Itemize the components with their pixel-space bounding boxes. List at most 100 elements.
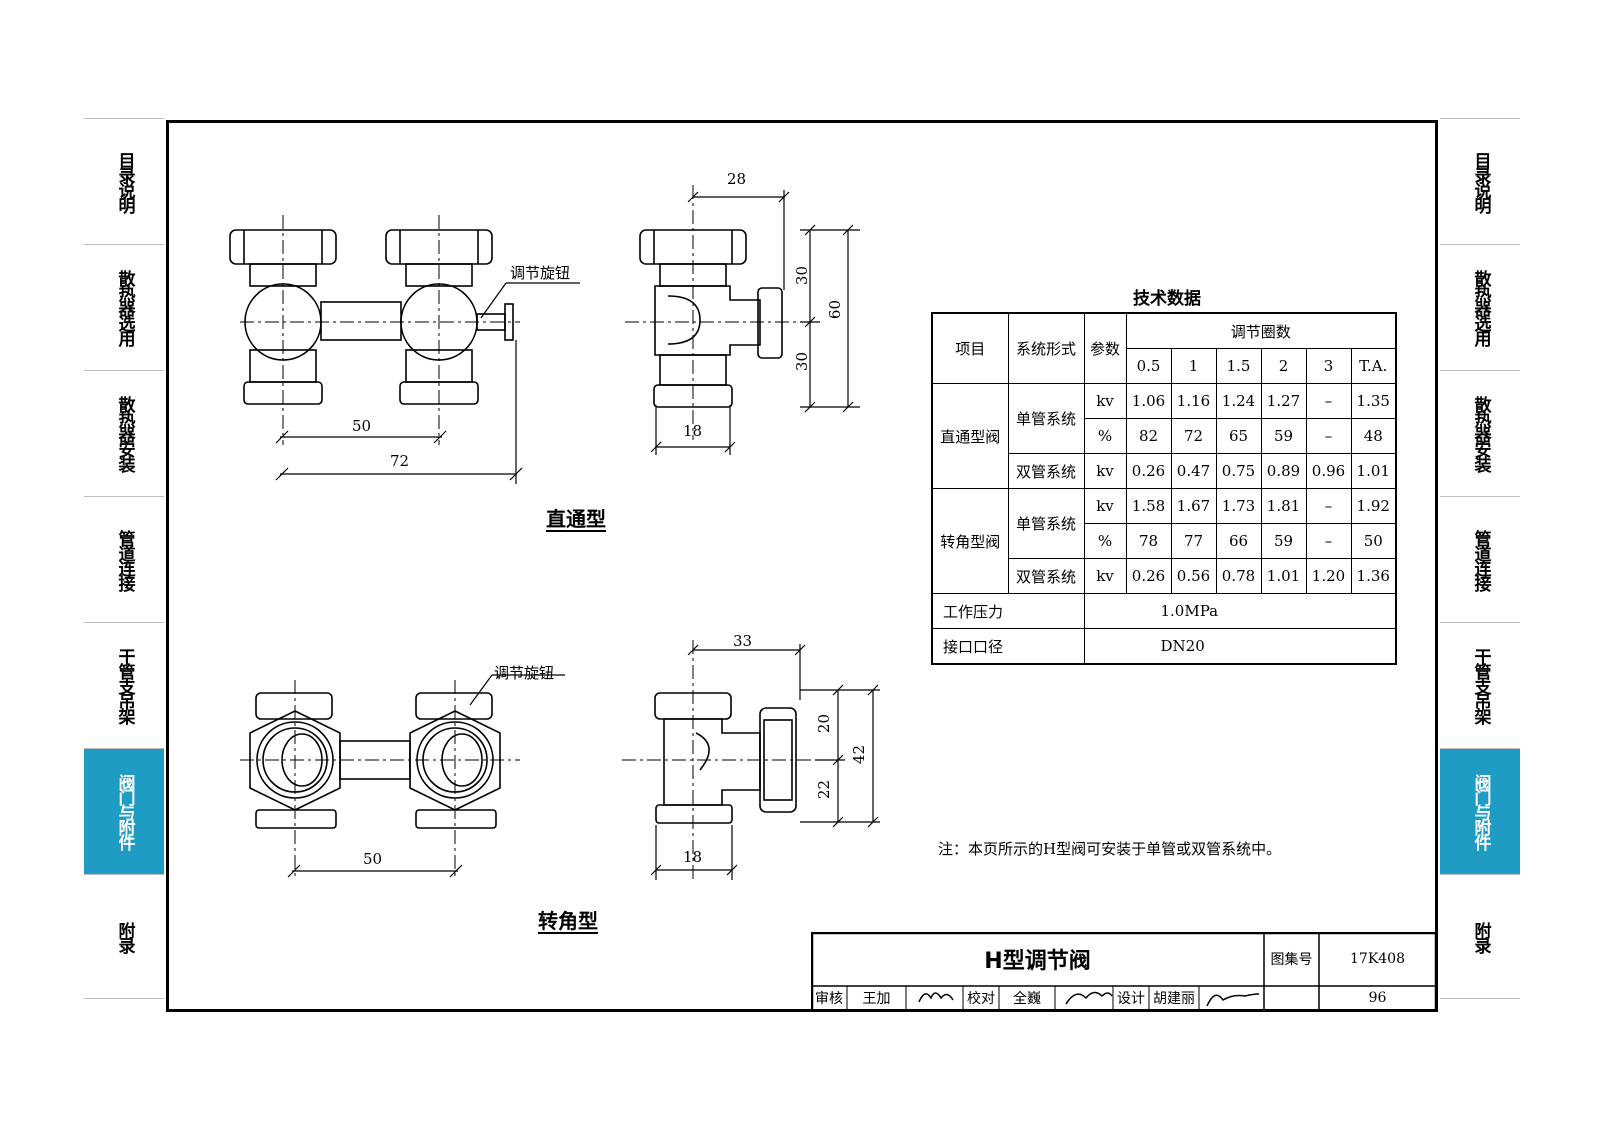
- header-turns: 调节圈数: [1125, 312, 1397, 349]
- table-cell: –: [1305, 383, 1352, 419]
- angle-heading: 转角型: [538, 909, 598, 933]
- table-header-row: 项目 系统形式 参数 调节圈数: [931, 312, 1397, 384]
- side-tab-pipe-connection[interactable]: 管道连接: [84, 496, 164, 622]
- param-name: %: [1083, 418, 1127, 454]
- table-cell: –: [1305, 418, 1352, 454]
- angle-dim-lower: 22: [815, 780, 833, 800]
- table-row-port: 接口口径 DN20: [931, 628, 1397, 665]
- table-row: 转角型阀 单管系统 kv 1.58 1.67 1.73 1.81 – 1.92: [931, 488, 1397, 594]
- port-label: 接口口径: [931, 628, 1085, 665]
- review-label: 审核: [815, 991, 843, 1007]
- header-param: 参数: [1083, 312, 1127, 384]
- group-name: 直通型阀: [931, 383, 1009, 489]
- angle-front-view: [240, 674, 565, 880]
- angle-dim-center: 50: [363, 850, 383, 868]
- straight-dim-center: 50: [352, 417, 372, 435]
- side-tabs-left: 目录说明 散热器选用 散热器安装 管道连接 干管支吊架 阀门与附件 附录: [84, 118, 164, 1018]
- table-cell: –: [1305, 488, 1352, 524]
- angle-dim-side-width: 18: [683, 848, 703, 866]
- straight-dim-upper: 30: [793, 266, 811, 286]
- table-cell: 1.20: [1305, 558, 1352, 594]
- straight-dim-side-width: 18: [683, 422, 703, 440]
- atlas-label: 图集号: [1270, 952, 1313, 968]
- side-tab-pipe-support[interactable]: 干管支吊架: [84, 622, 164, 748]
- angle-dim-upper: 20: [815, 714, 833, 734]
- angle-dim-top-offset: 33: [733, 632, 753, 650]
- table-cell: 1.35: [1350, 383, 1397, 419]
- turn-value: T.A.: [1350, 348, 1397, 384]
- pressure-label: 工作压力: [931, 593, 1085, 629]
- table-cell: 0.89: [1260, 453, 1307, 489]
- side-tab-radiator-install-right[interactable]: 散热器安装: [1440, 370, 1520, 496]
- side-tab-valves[interactable]: 阀门与附件: [84, 748, 164, 874]
- param-name: kv: [1083, 558, 1127, 594]
- table-cell: 0.75: [1215, 453, 1262, 489]
- straight-dim-height: 60: [826, 300, 844, 320]
- table-cell: 66: [1215, 523, 1262, 559]
- side-tab-appendix-right[interactable]: 附录: [1440, 874, 1520, 998]
- param-name: kv: [1083, 488, 1127, 524]
- table-cell: 72: [1170, 418, 1217, 454]
- tab-bottom-rule-right: [1440, 998, 1520, 999]
- system-name: 双管系统: [1007, 558, 1085, 594]
- page-number: 96: [1368, 990, 1387, 1006]
- straight-dim-lower: 30: [793, 352, 811, 372]
- straight-knob-label: 调节旋钮: [510, 264, 571, 282]
- system-name: 双管系统: [1007, 453, 1085, 489]
- table-cell: 1.58: [1125, 488, 1172, 524]
- table-cell: 0.26: [1125, 558, 1172, 594]
- param-name: kv: [1083, 453, 1127, 489]
- side-tab-catalog[interactable]: 目录说明: [84, 118, 164, 244]
- design-label: 设计: [1117, 991, 1145, 1007]
- table-cell: 0.26: [1125, 453, 1172, 489]
- straight-dim-top-offset: 28: [727, 170, 747, 188]
- table-cell: 78: [1125, 523, 1172, 559]
- tech-data-table: 项目 系统形式 参数 调节圈数 0.5 1 1.5 2 3 T.A. 直通型阀 …: [931, 312, 1397, 665]
- side-tab-valves-right[interactable]: 阀门与附件: [1440, 748, 1520, 874]
- side-tab-appendix[interactable]: 附录: [84, 874, 164, 998]
- system-name: 单管系统: [1007, 383, 1085, 454]
- table-cell: 0.47: [1170, 453, 1217, 489]
- table-cell: 59: [1260, 523, 1307, 559]
- table-cell: 1.67: [1170, 488, 1217, 524]
- side-tab-radiator-selection[interactable]: 散热器选用: [84, 244, 164, 370]
- table-cell: 0.78: [1215, 558, 1262, 594]
- angle-knob-label: 调节旋钮: [494, 664, 555, 682]
- side-tab-catalog-right[interactable]: 目录说明: [1440, 118, 1520, 244]
- straight-side-view: [625, 185, 860, 455]
- review-name: 王加: [862, 991, 891, 1007]
- angle-dim-height: 42: [850, 745, 868, 765]
- check-name: 全巍: [1013, 991, 1041, 1007]
- table-row: 直通型阀 单管系统 kv 1.06 1.16 1.24 1.27 – 1.35: [931, 383, 1397, 489]
- table-row: % 78 77 66 59 – 50: [932, 523, 1397, 559]
- table-cell: 48: [1350, 418, 1397, 454]
- turn-value: 1.5: [1215, 348, 1262, 384]
- side-tabs-right: 目录说明 散热器选用 散热器安装 管道连接 干管支吊架 阀门与附件 附录: [1440, 118, 1520, 1018]
- straight-heading: 直通型: [546, 507, 606, 531]
- table-cell: 1.27: [1260, 383, 1307, 419]
- turn-value: 0.5: [1125, 348, 1172, 384]
- table-row: % 82 72 65 59 – 48: [932, 418, 1397, 454]
- table-cell: 59: [1260, 418, 1307, 454]
- tech-table-title: 技术数据: [1133, 289, 1201, 309]
- table-cell: 1.16: [1170, 383, 1217, 419]
- title-block-grid: [811, 932, 1438, 1012]
- title-block: H型调节阀 图集号 17K408 96 审核 王加 校对 全巍 设计 胡建丽: [811, 932, 1438, 1012]
- side-tab-radiator-install[interactable]: 散热器安装: [84, 370, 164, 496]
- drawing-frame: [166, 120, 1438, 1012]
- angle-side-view: [622, 640, 880, 880]
- side-tab-radiator-selection-right[interactable]: 散热器选用: [1440, 244, 1520, 370]
- side-tab-pipe-support-right[interactable]: 干管支吊架: [1440, 622, 1520, 748]
- table-cell: 1.24: [1215, 383, 1262, 419]
- turn-value: 3: [1305, 348, 1352, 384]
- table-cell: 82: [1125, 418, 1172, 454]
- installation-note: 注：本页所示的H型阀可安装于单管或双管系统中。: [938, 840, 1282, 858]
- group-name: 转角型阀: [931, 488, 1009, 594]
- check-label: 校对: [967, 991, 995, 1007]
- turn-value: 1: [1170, 348, 1217, 384]
- drawing-title: H型调节阀: [984, 949, 1091, 974]
- straight-front-view: [229, 215, 580, 484]
- param-name: %: [1083, 523, 1127, 559]
- side-tab-pipe-connection-right[interactable]: 管道连接: [1440, 496, 1520, 622]
